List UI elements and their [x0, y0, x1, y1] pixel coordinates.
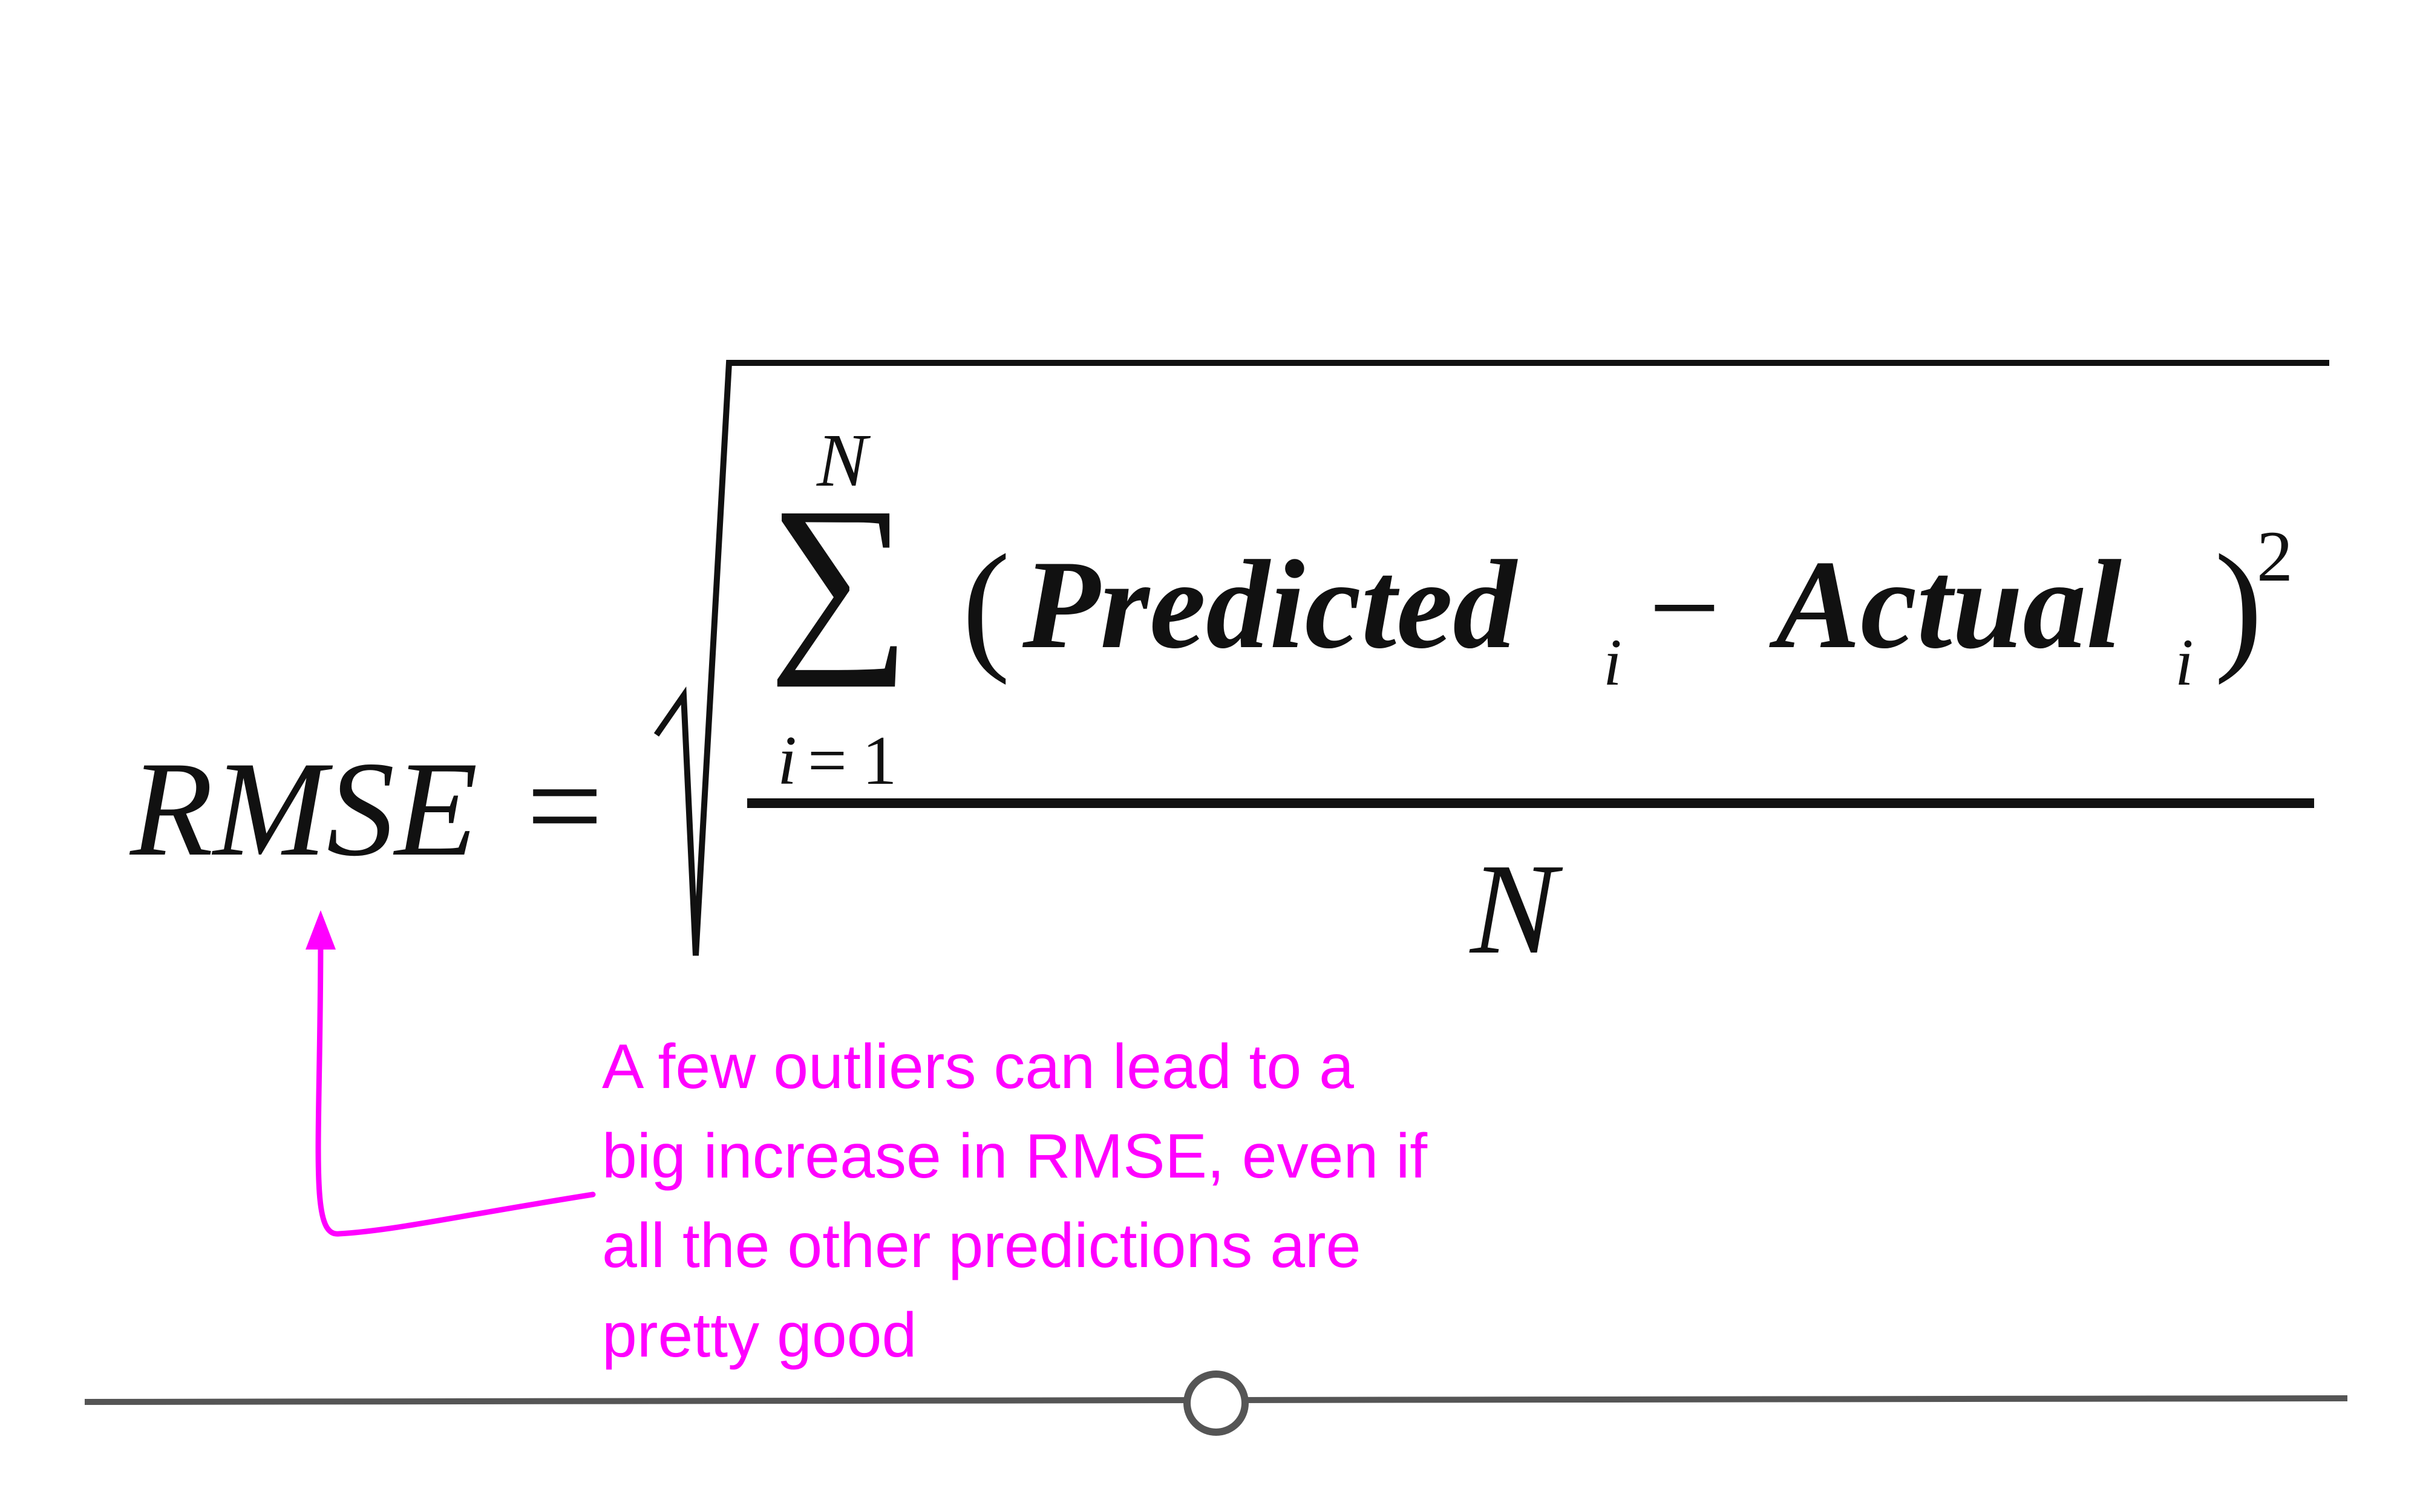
summation-symbol: ∑: [768, 467, 911, 688]
annotation-line: big increase in RMSE, even if: [602, 1121, 1428, 1191]
sum-upper-limit: N: [817, 419, 868, 503]
exponent: 2: [2257, 516, 2293, 596]
denominator: N: [1470, 836, 1557, 981]
sum-lower-val: 1: [862, 722, 897, 799]
sum-lower-var: i: [777, 722, 797, 799]
minus-sign: −: [1649, 538, 1721, 678]
annotation-line: pretty good: [602, 1300, 917, 1370]
arrow-head-icon: [306, 910, 336, 950]
term-predicted: Predicted: [1022, 535, 1517, 675]
annotation-line: all the other predictions are: [602, 1211, 1361, 1281]
formula-lhs: RMSE: [130, 733, 478, 884]
open-paren: (: [962, 524, 1010, 685]
close-paren: ): [2214, 524, 2263, 685]
formula-equals: =: [526, 730, 603, 881]
slider-handle[interactable]: [1183, 1370, 1249, 1436]
term-actual-subscript: i: [2175, 625, 2194, 699]
annotation-line: A few outliers can lead to a: [602, 1032, 1354, 1102]
term-actual: Actual: [1776, 535, 2122, 675]
sum-lower-eq: =: [808, 722, 847, 799]
fraction-bar: [747, 798, 2314, 808]
annotation-callout: A few outliers can lead to a big increas…: [602, 1022, 1509, 1380]
term-predicted-subscript: i: [1603, 625, 1622, 699]
